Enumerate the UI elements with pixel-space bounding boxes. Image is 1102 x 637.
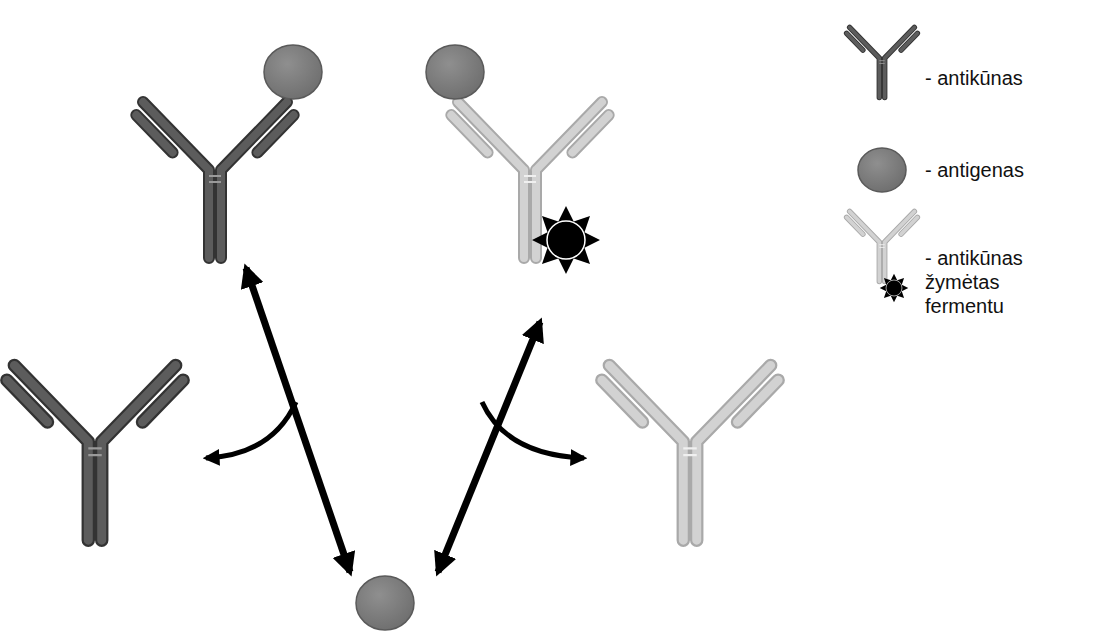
legend-antigen-icon [858, 148, 906, 192]
legend-label: - antikūnas [925, 66, 1047, 90]
legend-enzyme-icon [880, 274, 909, 303]
antigen [264, 45, 322, 99]
antibody [7, 365, 183, 540]
enzyme-label [532, 206, 600, 274]
legend-label: - antigenas [925, 158, 1047, 182]
legend-label: - antikūnas žymėtas fermentu [925, 246, 1047, 318]
release-arrow [206, 402, 296, 458]
labelled-antibody [602, 365, 778, 540]
legend-labelled-antibody-icon [847, 211, 918, 281]
antigen [426, 45, 484, 99]
antibody [136, 102, 293, 258]
release-arrow [482, 402, 584, 458]
equilibrium-arrow [246, 268, 350, 572]
legend-antibody-icon [847, 27, 918, 97]
antigen [356, 576, 414, 630]
